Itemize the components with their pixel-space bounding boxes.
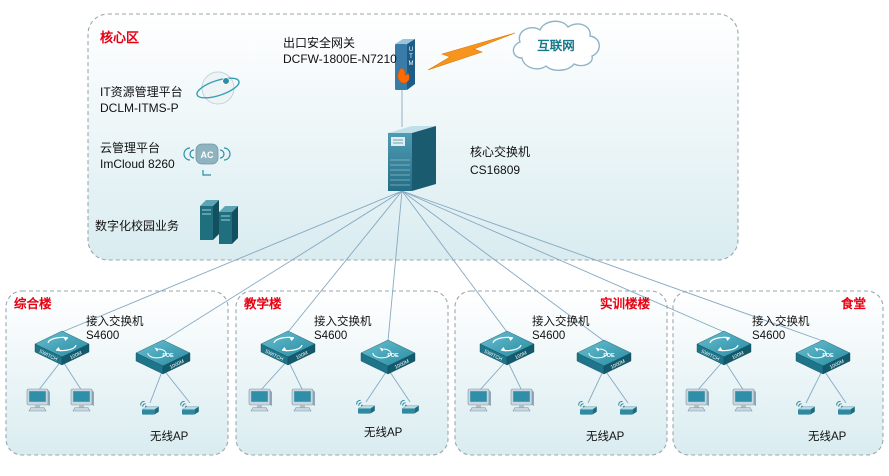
link-core-b1-foe xyxy=(162,190,403,342)
utm-label: UTM xyxy=(408,47,414,68)
gateway-name-label: 出口安全网关 xyxy=(283,35,355,50)
link-b3-ap2 xyxy=(603,368,629,404)
building-4-ap-label: 无线AP xyxy=(808,429,847,443)
link-core-b4-sw xyxy=(401,190,725,333)
building-4-switch-model: S4600 xyxy=(752,330,785,342)
it-platform-icon xyxy=(196,71,240,105)
cloud-platform-model-label: ImCloud 8260 xyxy=(100,157,175,171)
building-3-label: 实训楼楼 xyxy=(600,296,651,311)
link-b4-pc1 xyxy=(696,359,725,392)
link-core-b3-foe xyxy=(401,190,605,342)
building-1-switch-name: 接入交换机 xyxy=(86,314,144,328)
building-1-label: 综合楼 xyxy=(14,296,52,311)
core-switch-icon xyxy=(388,126,436,191)
link-b3-pc2 xyxy=(506,359,523,392)
cloud-platform-name-label: 云管理平台 xyxy=(100,140,160,155)
it-platform-name-label: IT资源管理平台 xyxy=(100,84,183,99)
utm-gateway-icon: UTM xyxy=(395,39,415,90)
building-1-switch-model: S4600 xyxy=(86,330,119,342)
link-b2-pc1 xyxy=(259,359,289,392)
link-b1-ap2 xyxy=(162,368,191,404)
ac-label: AC xyxy=(201,150,214,160)
building-3-ap-label: 无线AP xyxy=(586,429,625,443)
link-core-b2-foe xyxy=(387,190,403,342)
ac-controller-icon: AC xyxy=(183,143,231,176)
core-zone-label: 核心区 xyxy=(100,30,139,45)
core-switch-name-label: 核心交换机 xyxy=(470,144,530,159)
internet-cloud-icon xyxy=(512,20,600,71)
link-b1-pc2 xyxy=(61,359,83,392)
link-b1-pc1 xyxy=(37,359,63,392)
building-4-switch-name: 接入交换机 xyxy=(752,314,810,328)
core-switch-model-label: CS16809 xyxy=(470,163,520,177)
building-2-switch-name: 接入交换机 xyxy=(314,314,372,328)
link-b1-ap1 xyxy=(149,368,164,404)
lightning-bolt-icon xyxy=(427,32,516,71)
link-b3-ap1 xyxy=(587,368,605,404)
link-b4-ap2 xyxy=(822,368,847,404)
building-2-label: 教学楼 xyxy=(243,296,282,311)
link-b2-ap2 xyxy=(387,368,411,403)
building-2-switch-model: S4600 xyxy=(314,330,347,342)
link-b3-pc1 xyxy=(478,359,508,392)
internet-label: 互联网 xyxy=(537,39,575,53)
it-platform-model-label: DCLM-ITMS-P xyxy=(100,101,179,115)
building-1-ap-label: 无线AP xyxy=(150,429,189,443)
building-2-ap-label: 无线AP xyxy=(364,425,403,439)
link-b4-pc2 xyxy=(723,359,745,392)
link-b2-pc2 xyxy=(287,359,304,392)
link-core-b1-sw xyxy=(61,190,403,333)
building-3-switch-model: S4600 xyxy=(532,330,565,342)
link-core-b4-foe xyxy=(401,190,824,342)
server-towers-icon xyxy=(200,200,238,244)
digital-campus-label: 数字化校园业务 xyxy=(95,218,179,233)
building-4-label: 食堂 xyxy=(840,296,866,311)
connection-lines xyxy=(37,90,847,404)
link-b4-ap1 xyxy=(805,368,824,404)
link-core-b3-sw xyxy=(401,190,508,333)
link-b2-ap1 xyxy=(365,368,389,403)
building-3-switch-name: 接入交换机 xyxy=(532,314,590,328)
gateway-model-label: DCFW-1800E-N7210 xyxy=(283,52,397,66)
link-core-b2-sw xyxy=(287,190,403,333)
